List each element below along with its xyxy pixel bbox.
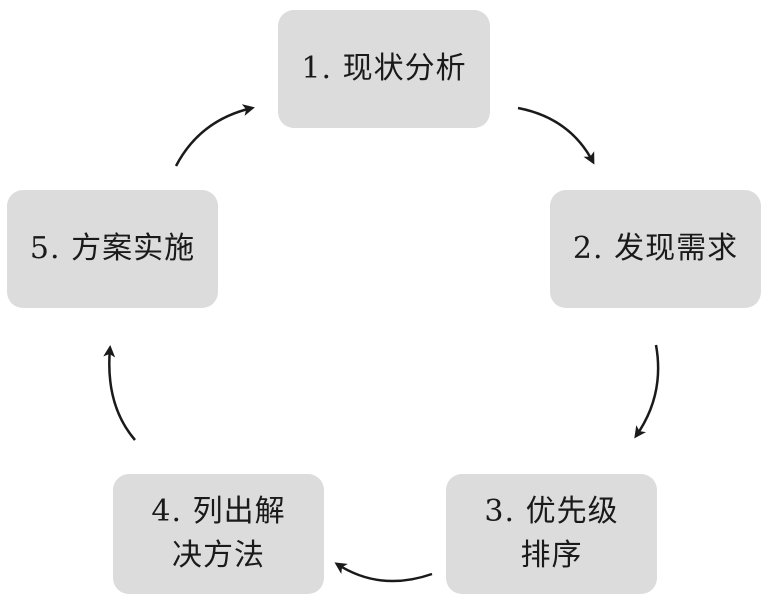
arrow-step4-to-step5 bbox=[103, 345, 136, 441]
arrow-step1-to-step2 bbox=[517, 106, 595, 165]
step-label: 3. 优先级排序 bbox=[484, 494, 619, 573]
step-identify-needs: 2. 发现需求 bbox=[550, 190, 761, 308]
step-label: 5. 方案实施 bbox=[29, 231, 196, 266]
step-prioritize: 3. 优先级排序 bbox=[446, 474, 657, 594]
arrow-step2-to-step3 bbox=[634, 344, 660, 439]
step-list-solutions: 4. 列出解决方法 bbox=[113, 474, 324, 594]
step-label: 4. 列出解决方法 bbox=[151, 494, 286, 573]
arrow-step5-to-step1 bbox=[174, 104, 255, 167]
step-label: 1. 现状分析 bbox=[301, 51, 467, 86]
step-current-analysis: 1. 现状分析 bbox=[278, 10, 490, 128]
step-label: 2. 发现需求 bbox=[572, 231, 739, 266]
step-implement-plan: 5. 方案实施 bbox=[7, 190, 218, 308]
arrow-step3-to-step4 bbox=[334, 562, 433, 583]
